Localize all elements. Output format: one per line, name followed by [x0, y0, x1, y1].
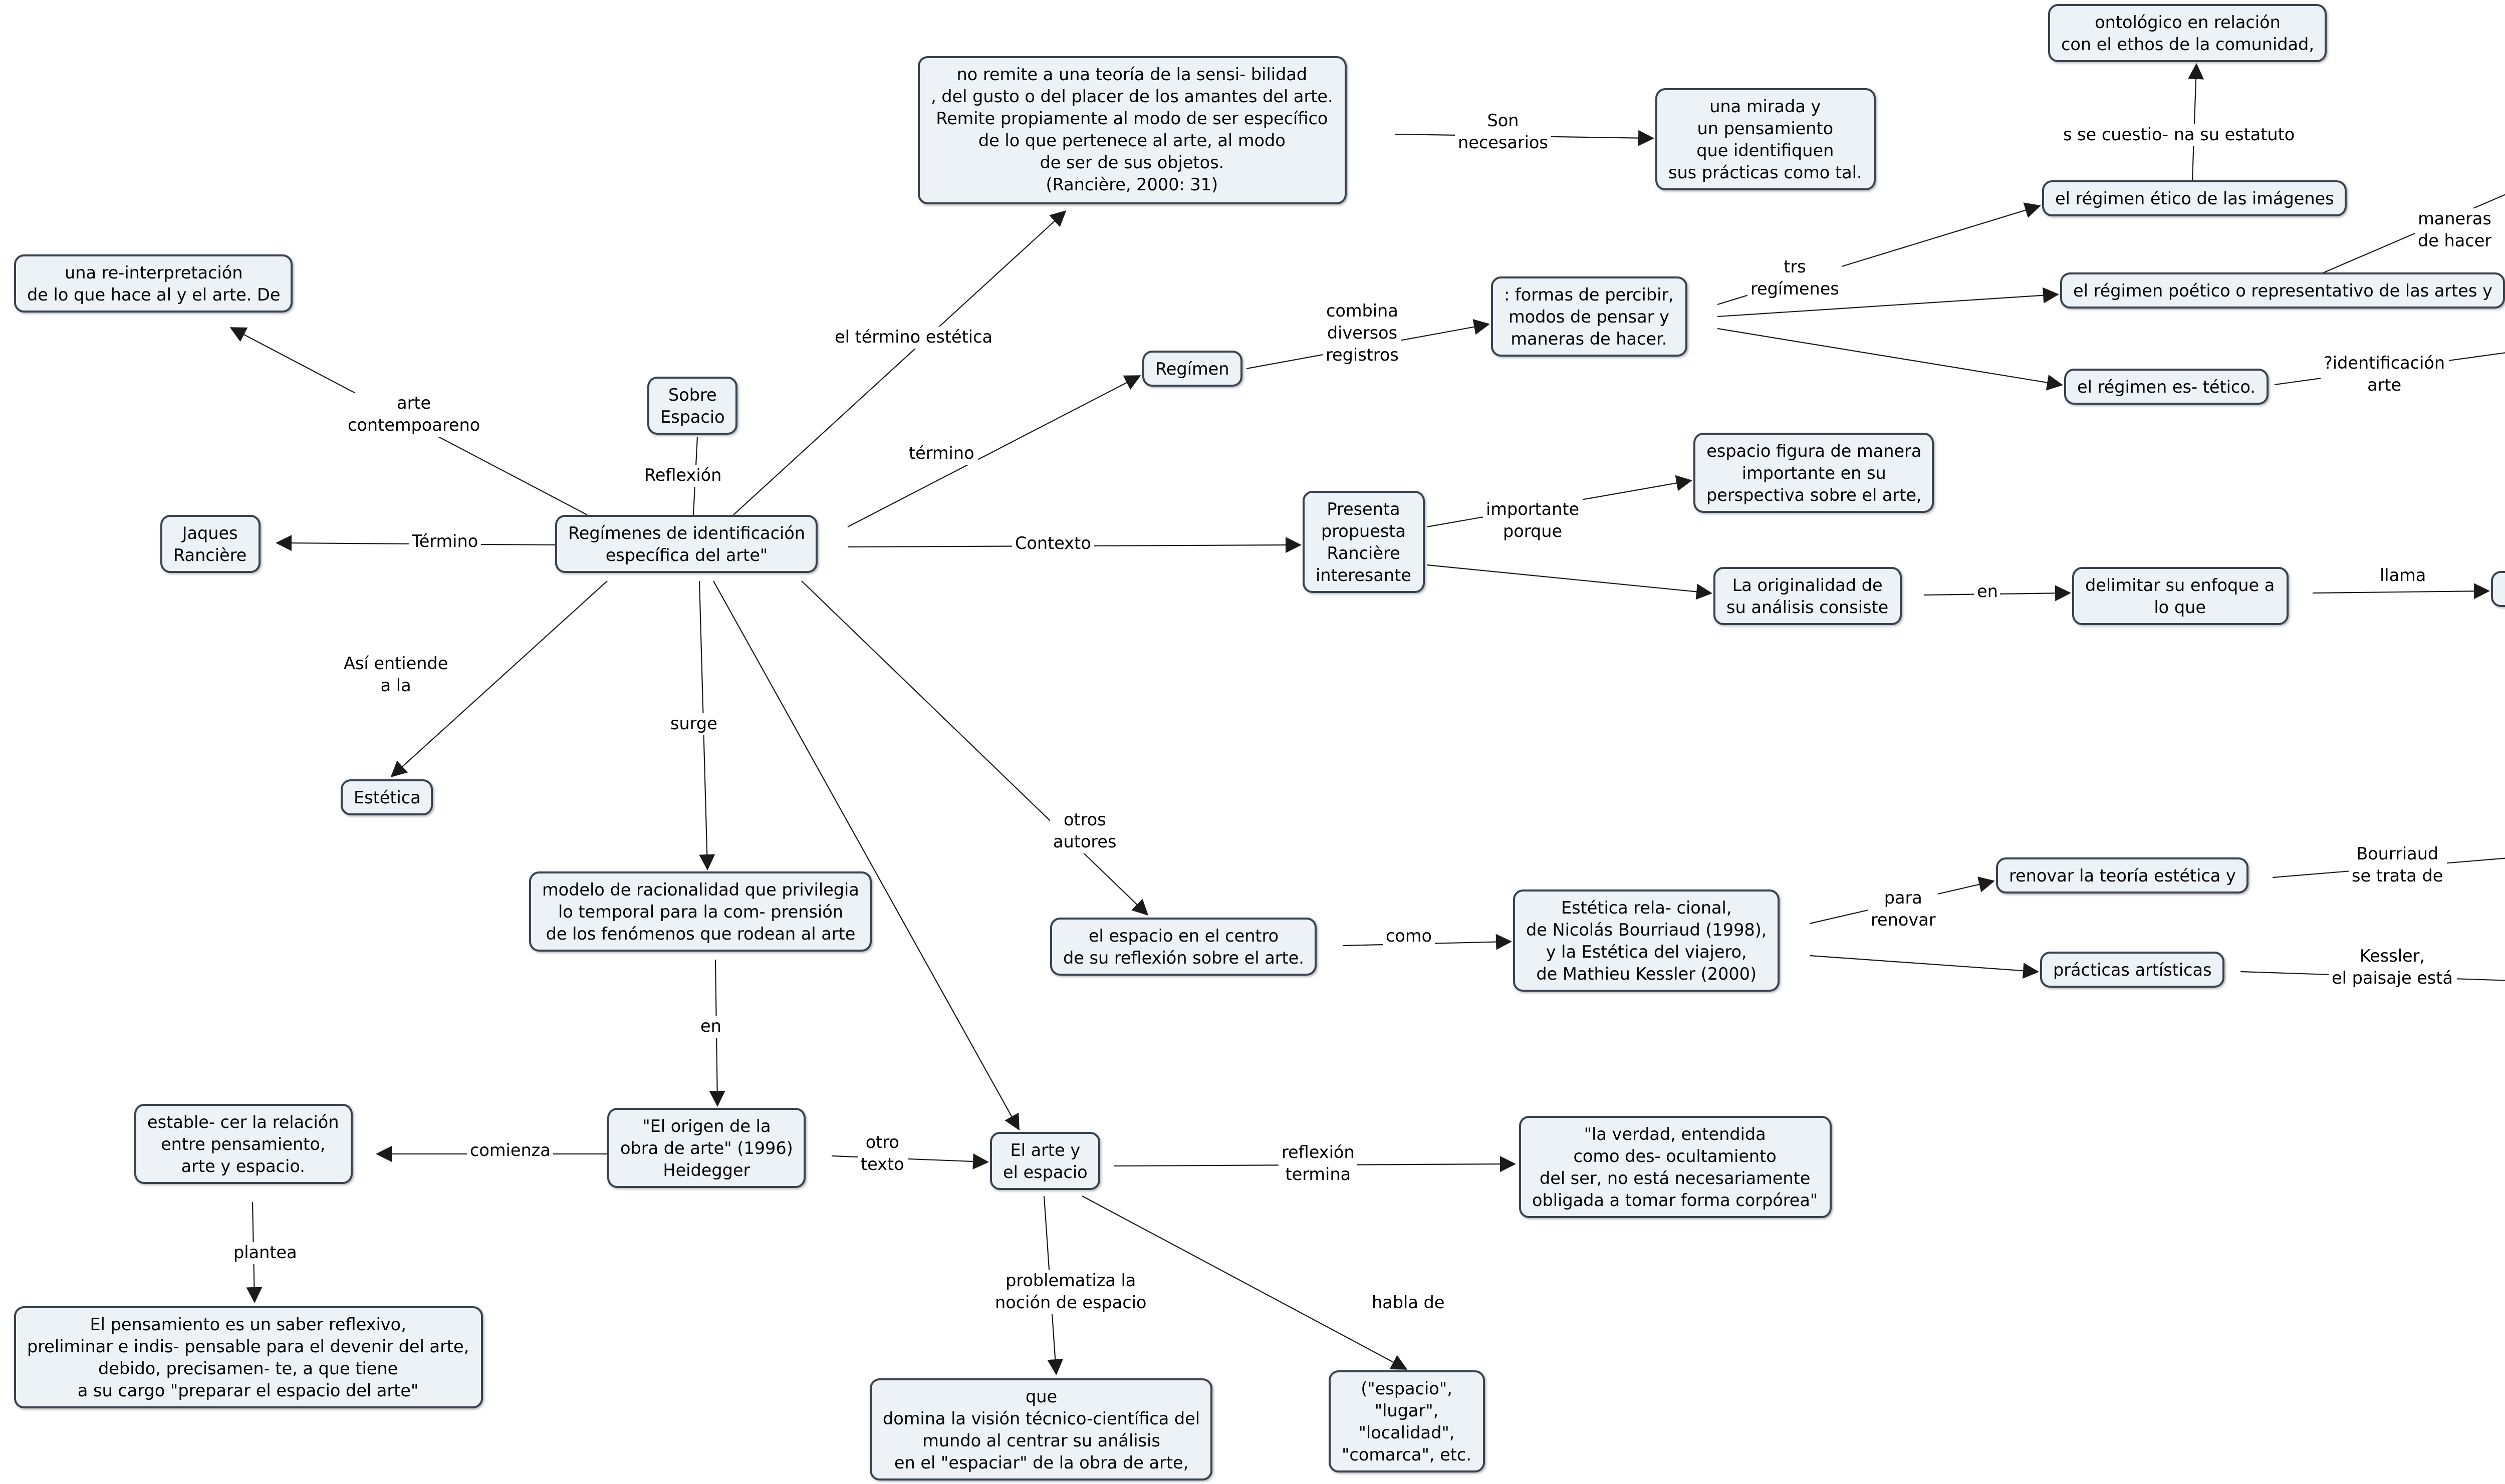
edge-label-habla-de[interactable]: habla de: [1369, 1292, 1448, 1314]
connector-line: [713, 580, 1020, 1131]
connector-line: [1082, 1196, 1408, 1370]
node-arte-espacio[interactable]: El arte y el espacio: [990, 1132, 1101, 1191]
node-estetica[interactable]: Estética: [341, 779, 434, 816]
edge-label-como[interactable]: como: [1383, 926, 1435, 947]
edge-label-kessler[interactable]: Kessler, el paisaje está: [2329, 946, 2456, 989]
edge-label-tres-regimenes[interactable]: trs regímenes: [1747, 256, 1842, 300]
edge-label-termino-may[interactable]: Término: [409, 531, 481, 552]
connector-line: [847, 375, 1141, 527]
node-regimen-etico[interactable]: el régimen ético de las imágenes: [2042, 180, 2347, 217]
node-verdad[interactable]: "la verdad, entendida como des- ocultami…: [1519, 1116, 1831, 1219]
edge-label-otro-texto[interactable]: otro texto: [858, 1132, 907, 1175]
edge-label-plantea[interactable]: plantea: [230, 1242, 300, 1264]
node-originalidad[interactable]: La originalidad de su análisis consiste: [1713, 567, 1902, 626]
edge-label-en-2[interactable]: en: [697, 1016, 724, 1037]
connector-line: [733, 210, 1067, 515]
edge-label-contexto[interactable]: Contexto: [1012, 533, 1094, 554]
edge-label-maneras-de-hacer[interactable]: maneras de hacer: [2415, 208, 2495, 251]
edge-label-el-termino-estetica[interactable]: el término estética: [832, 327, 996, 348]
node-espacio-centro[interactable]: el espacio en el centro de su reflexión …: [1050, 918, 1317, 976]
edge-label-termino-min[interactable]: término: [906, 443, 977, 464]
node-sobre-espacio[interactable]: Sobre Espacio: [647, 377, 738, 435]
node-regimen-poetico[interactable]: el régimen poético o representativo de l…: [2060, 272, 2505, 309]
node-renovar-teoria[interactable]: renovar la teoría estética y: [1996, 857, 2249, 894]
edge-label-importante-porque[interactable]: importante porque: [1483, 499, 1583, 542]
node-regimenes-hub[interactable]: Regímenes de identificación específica d…: [555, 515, 819, 573]
connector-line: [831, 1153, 989, 1169]
connector-line: [1809, 955, 2039, 979]
node-regimen-estetico[interactable]: el régimen es- tético.: [2064, 369, 2269, 405]
node-presenta-propuesta[interactable]: Presenta propuesta Rancière interesante: [1303, 491, 1424, 594]
edge-label-identificacion-arte[interactable]: ?identificación arte: [2321, 353, 2448, 396]
node-domina-vision[interactable]: que domina la visión técnico-científica …: [870, 1378, 1213, 1481]
edge-label-otros-autores[interactable]: otros autores: [1050, 809, 1120, 852]
node-regimen[interactable]: Regímen: [1142, 351, 1242, 387]
node-origen-obra[interactable]: "El origen de la obra de arte" (1996) He…: [607, 1108, 806, 1189]
edge-label-comienza[interactable]: comienza: [467, 1140, 554, 1161]
node-estetica-relacional[interactable]: Estética rela- cional, de Nicolás Bourri…: [1513, 889, 1780, 993]
node-no-remite[interactable]: no remite a una teoría de la sensi- bili…: [918, 56, 1346, 204]
edges-group: [229, 63, 2505, 1375]
node-pensamiento-saber[interactable]: El pensamiento es un saber reflexivo, pr…: [14, 1306, 482, 1409]
edge-label-para-renovar[interactable]: para renovar: [1868, 887, 1939, 931]
connector-line: [2188, 63, 2204, 181]
edge-label-bourriaud[interactable]: Bourriaud se trata de: [2349, 843, 2446, 886]
node-reinterpretacion[interactable]: una re-interpretación de lo que hace al …: [14, 254, 294, 313]
edge-label-llama[interactable]: llama: [2377, 565, 2429, 586]
node-espacio-figura[interactable]: espacio figura de manera importante en s…: [1693, 433, 1935, 514]
connector-line: [1717, 328, 2063, 391]
connector-line: [801, 580, 1149, 916]
edge-label-reflexion-termina[interactable]: reflexión termina: [1279, 1142, 1358, 1185]
node-modelo-racionalidad[interactable]: modelo de racionalidad que privilegia lo…: [529, 871, 872, 953]
node-ontologico[interactable]: ontológico en relación con el ethos de l…: [2048, 4, 2327, 63]
node-formas-percibir[interactable]: : formas de percibir, modos de pensar y …: [1491, 276, 1687, 358]
edge-label-surge[interactable]: surge: [667, 713, 720, 735]
node-establecer-relacion[interactable]: estable- cer la relación entre pensamien…: [134, 1104, 352, 1185]
node-delimitar[interactable]: delimitar su enfoque a lo que: [2072, 567, 2288, 626]
edge-label-arte-contemporaneo[interactable]: arte contempoareno: [345, 393, 483, 436]
edge-label-combina[interactable]: combina diversos registros: [1323, 301, 1402, 365]
node-espacio-lugar[interactable]: ("espacio", "lugar", "localidad", "comar…: [1329, 1370, 1484, 1473]
node-practicas-artisticas[interactable]: prácticas artísticas: [2040, 952, 2225, 988]
connector-line: [1426, 564, 1712, 600]
node-mirada-pensamiento[interactable]: una mirada y un pensamiento que identifi…: [1655, 88, 1875, 191]
connector-line: [1717, 287, 2059, 318]
connector-line: [390, 580, 608, 778]
edge-label-asi-entiende[interactable]: Así entiende a la: [341, 653, 451, 696]
edge-label-son-necesarios[interactable]: Son necesarios: [1455, 110, 1551, 153]
edge-label-en-1[interactable]: en: [1974, 581, 2001, 603]
edge-label-se-cuestiona[interactable]: s se cuestio- na su estatuto: [2060, 124, 2298, 146]
edge-label-problematiza[interactable]: problematiza la noción de espacio: [992, 1270, 1150, 1313]
node-jaques-ranciere[interactable]: Jaques Rancière: [160, 515, 260, 573]
connector-line: [2312, 583, 2490, 600]
node-idea-estetica[interactable]: "la idea de estética": [2491, 571, 2505, 608]
edge-label-reflexion[interactable]: Reflexión: [641, 465, 725, 486]
